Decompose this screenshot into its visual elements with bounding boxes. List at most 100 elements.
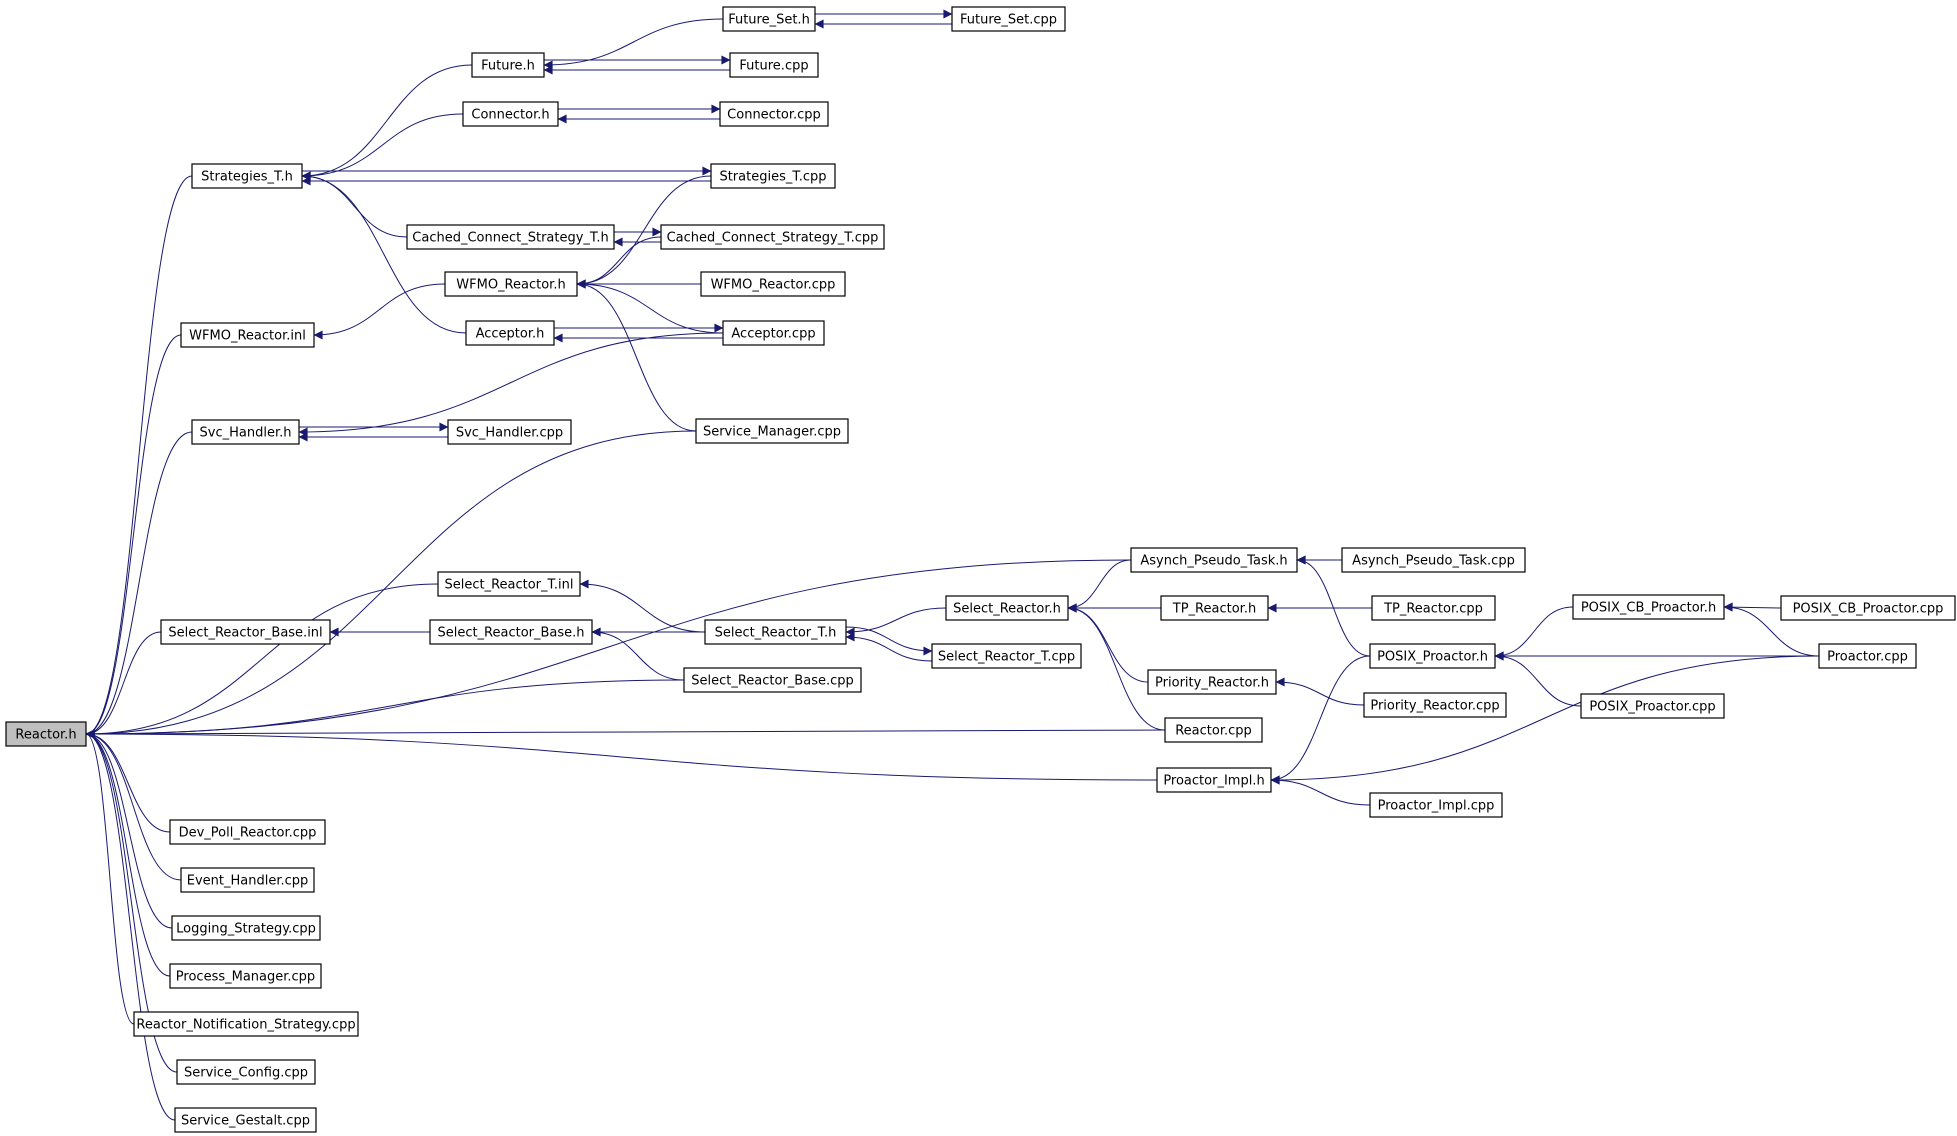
node-box bbox=[722, 320, 825, 346]
edge-wfmo_reactor_h-ccs_t_cpp bbox=[576, 236, 662, 289]
node-label: Future.h bbox=[481, 59, 535, 74]
node-svc-handler-cpp[interactable]: Svc_Handler.cpp bbox=[447, 419, 572, 445]
node-box bbox=[951, 6, 1066, 32]
node-box bbox=[700, 271, 846, 297]
node-proactor-cpp[interactable]: Proactor.cpp bbox=[1818, 643, 1917, 669]
node-box bbox=[444, 271, 578, 297]
node-box bbox=[180, 322, 315, 348]
edge-reactor_h-asynch_pseudo_task_h bbox=[85, 559, 1132, 739]
edge-strategies_t_h-connector_h bbox=[301, 113, 464, 181]
node-strategies-t-h[interactable]: Strategies_T.h bbox=[191, 163, 303, 189]
node-service-gestalt-cpp[interactable]: Service_Gestalt.cpp bbox=[174, 1107, 317, 1133]
node-box bbox=[160, 619, 331, 645]
node-box bbox=[1363, 692, 1507, 718]
node-posix-cb-proactor-h[interactable]: POSIX_CB_Proactor.h bbox=[1572, 594, 1725, 620]
node-label: Priority_Reactor.h bbox=[1155, 676, 1269, 691]
node-label: Strategies_T.cpp bbox=[719, 170, 826, 185]
edge-reactor_h-logging_strategy_cpp bbox=[85, 729, 173, 929]
node-box bbox=[719, 101, 829, 127]
node-select-reactor-base-cpp[interactable]: Select_Reactor_Base.cpp bbox=[683, 667, 862, 693]
node-box bbox=[1818, 643, 1917, 669]
node-box bbox=[729, 52, 819, 78]
node-box bbox=[447, 419, 572, 445]
node-asynch-pseudo-task-h[interactable]: Asynch_Pseudo_Task.h bbox=[1130, 547, 1298, 573]
edge-wfmo_reactor_h-service_manager_cpp bbox=[576, 279, 697, 432]
edge-reactor_h-reactor_notification_strategy_cpp bbox=[85, 729, 135, 1025]
edge-reactor_h-proactor_impl_h bbox=[85, 729, 1158, 781]
edge-select_reactor_t_inl-select_reactor_t_h bbox=[579, 579, 706, 633]
node-wfmo-reactor-inl[interactable]: WFMO_Reactor.inl bbox=[180, 322, 315, 348]
node-ccs-t-h[interactable]: Cached_Connect_Strategy_T.h bbox=[406, 224, 615, 250]
node-label: Reactor_Notification_Strategy.cpp bbox=[136, 1018, 355, 1033]
node-acceptor-cpp[interactable]: Acceptor.cpp bbox=[722, 320, 825, 346]
node-posix-proactor-h[interactable]: POSIX_Proactor.h bbox=[1369, 643, 1496, 669]
edge-select_reactor_base_h-select_reactor_base_cpp bbox=[591, 627, 685, 681]
node-future-h[interactable]: Future.h bbox=[471, 52, 545, 78]
node-process-manager-cpp[interactable]: Process_Manager.cpp bbox=[169, 963, 322, 989]
node-label: Svc_Handler.cpp bbox=[456, 426, 563, 441]
node-label: Event_Handler.cpp bbox=[187, 874, 309, 889]
node-select-reactor-h[interactable]: Select_Reactor.h bbox=[945, 595, 1069, 621]
node-label: Select_Reactor_T.cpp bbox=[938, 650, 1075, 665]
node-future-cpp[interactable]: Future.cpp bbox=[729, 52, 819, 78]
edge-posix_proactor_h-posix_cb_proactor_h bbox=[1494, 606, 1574, 661]
edge-reactor_h-service_config_cpp bbox=[85, 729, 178, 1073]
node-ccs-t-cpp[interactable]: Cached_Connect_Strategy_T.cpp bbox=[660, 224, 885, 250]
node-box bbox=[176, 1059, 316, 1085]
node-tp-reactor-h[interactable]: TP_Reactor.h bbox=[1160, 595, 1269, 621]
node-select-reactor-t-h[interactable]: Select_Reactor_T.h bbox=[704, 619, 847, 645]
node-priority-reactor-h[interactable]: Priority_Reactor.h bbox=[1147, 669, 1277, 695]
node-select-reactor-t-cpp[interactable]: Select_Reactor_T.cpp bbox=[931, 643, 1082, 669]
node-dev-poll-reactor-cpp[interactable]: Dev_Poll_Reactor.cpp bbox=[169, 819, 326, 845]
node-acceptor-h[interactable]: Acceptor.h bbox=[465, 320, 555, 346]
node-event-handler-cpp[interactable]: Event_Handler.cpp bbox=[180, 867, 315, 893]
edge-select_reactor_h-reactor_cpp bbox=[1067, 603, 1166, 731]
node-future-set-cpp[interactable]: Future_Set.cpp bbox=[951, 6, 1066, 32]
edge-reactor_h-select_reactor_base_inl bbox=[85, 631, 162, 739]
node-connector-h[interactable]: Connector.h bbox=[462, 101, 559, 127]
node-box bbox=[429, 619, 593, 645]
node-future-set-h[interactable]: Future_Set.h bbox=[722, 6, 816, 32]
node-connector-cpp[interactable]: Connector.cpp bbox=[719, 101, 829, 127]
node-wfmo-reactor-cpp[interactable]: WFMO_Reactor.cpp bbox=[700, 271, 846, 297]
node-box bbox=[5, 721, 87, 747]
node-proactor-impl-h[interactable]: Proactor_Impl.h bbox=[1156, 767, 1272, 793]
node-box bbox=[1130, 547, 1298, 573]
edge-posix_cb_proactor_h-proactor_cpp bbox=[1723, 602, 1820, 657]
node-select-reactor-t-inl[interactable]: Select_Reactor_T.inl bbox=[437, 571, 581, 597]
node-priority-reactor-cpp[interactable]: Priority_Reactor.cpp bbox=[1363, 692, 1507, 718]
node-box bbox=[465, 320, 555, 346]
node-select-reactor-base-h[interactable]: Select_Reactor_Base.h bbox=[429, 619, 593, 645]
edge-strategies_t_h-ccs_t_h bbox=[301, 171, 408, 238]
node-box bbox=[174, 1107, 317, 1133]
node-label: POSIX_CB_Proactor.cpp bbox=[1793, 602, 1944, 617]
node-reactor-cpp[interactable]: Reactor.cpp bbox=[1164, 717, 1263, 743]
node-label: Select_Reactor_T.inl bbox=[444, 578, 573, 593]
node-label: POSIX_Proactor.h bbox=[1377, 650, 1488, 665]
node-box bbox=[169, 963, 322, 989]
node-wfmo-reactor-h[interactable]: WFMO_Reactor.h bbox=[444, 271, 578, 297]
node-label: POSIX_Proactor.cpp bbox=[1589, 700, 1715, 715]
node-service-config-cpp[interactable]: Service_Config.cpp bbox=[176, 1059, 316, 1085]
node-tp-reactor-cpp[interactable]: TP_Reactor.cpp bbox=[1371, 595, 1496, 621]
node-posix-cb-proactor-cpp[interactable]: POSIX_CB_Proactor.cpp bbox=[1780, 595, 1956, 621]
edge-posix_cb_proactor_h-posix_cb_proactor_cpp bbox=[1723, 602, 1782, 612]
node-asynch-pseudo-task-cpp[interactable]: Asynch_Pseudo_Task.cpp bbox=[1341, 547, 1526, 573]
node-label: Reactor.h bbox=[15, 728, 76, 743]
node-posix-proactor-cpp[interactable]: POSIX_Proactor.cpp bbox=[1580, 693, 1725, 719]
edge-select_reactor_t_cpp-select_reactor_t_h bbox=[845, 626, 933, 656]
node-box bbox=[704, 619, 847, 645]
node-label: Dev_Poll_Reactor.cpp bbox=[179, 826, 317, 841]
edge-reactor_h-dev_poll_reactor_cpp bbox=[85, 729, 171, 833]
node-label: Future_Set.cpp bbox=[960, 13, 1057, 28]
node-reactor-h[interactable]: Reactor.h bbox=[5, 721, 87, 747]
node-logging-strategy-cpp[interactable]: Logging_Strategy.cpp bbox=[171, 915, 321, 941]
node-service-manager-cpp[interactable]: Service_Manager.cpp bbox=[695, 418, 849, 444]
node-svc-handler-h[interactable]: Svc_Handler.h bbox=[191, 419, 300, 445]
node-reactor-notification-strategy-cpp[interactable]: Reactor_Notification_Strategy.cpp bbox=[133, 1011, 359, 1037]
node-box bbox=[1160, 595, 1269, 621]
node-select-reactor-base-inl[interactable]: Select_Reactor_Base.inl bbox=[160, 619, 331, 645]
node-box bbox=[169, 819, 326, 845]
node-strategies-t-cpp[interactable]: Strategies_T.cpp bbox=[710, 163, 836, 189]
node-proactor-impl-cpp[interactable]: Proactor_Impl.cpp bbox=[1369, 792, 1503, 818]
